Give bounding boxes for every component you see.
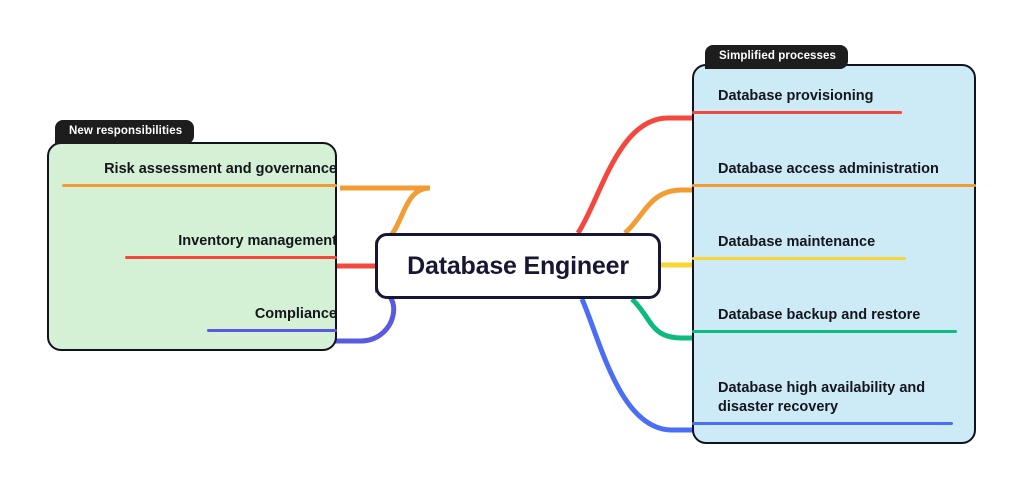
leaf-underline [692,257,906,261]
leaf-underline [692,422,953,426]
leaf-database-access-administration[interactable]: Database access administration [692,160,976,188]
leaf-underline [692,184,976,188]
leaf-underline [125,256,337,260]
leaf-inventory-management[interactable]: Inventory management [62,232,337,260]
group-tab-simplified-processes[interactable]: Simplified processes [705,45,849,69]
leaf-risk-assessment-and-governance[interactable]: Risk assessment and governance [62,160,337,188]
leaf-label: Inventory management [178,233,337,249]
leaf-database-maintenance[interactable]: Database maintenance [692,233,976,261]
leaf-underline [207,329,337,333]
leaf-label: Database provisioning [718,88,874,104]
leaf-label: Database high availability and disaster … [718,380,926,416]
leaf-compliance[interactable]: Compliance [62,305,337,333]
center-node-label: Database Engineer [407,251,629,280]
leaf-database-provisioning[interactable]: Database provisioning [692,87,976,115]
leaf-label: Compliance [254,306,337,322]
leaf-label: Database maintenance [718,234,876,250]
leaf-underline [62,184,337,188]
center-node-database-engineer[interactable]: Database Engineer [375,233,661,299]
leaf-underline [692,330,957,334]
leaf-database-backup-and-restore[interactable]: Database backup and restore [692,306,976,334]
leaf-underline [692,111,902,115]
leaf-label: Database access administration [718,161,939,177]
leaf-label: Database backup and restore [718,307,921,323]
leaf-database-high-availability-and-disaster-recovery[interactable]: Database high availability and disaster … [692,379,976,426]
leaf-label: Risk assessment and governance [104,161,337,177]
group-tab-new-responsibilities[interactable]: New responsibilities [55,120,195,144]
